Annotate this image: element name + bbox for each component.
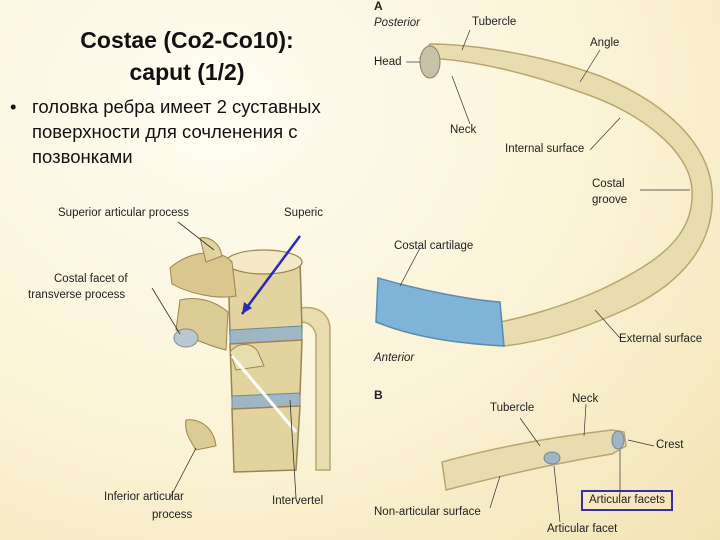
rib-body-a [418,43,714,347]
leader-a-external [594,309,621,339]
label-a-head: Head [374,56,402,68]
label-b-neck: Neck [572,393,599,405]
blue-arrow [240,235,302,315]
blue-arrow-head [242,302,252,314]
costal-facet-transverse [173,328,199,348]
articular-facet-b [543,451,561,465]
leader-a-neck [451,75,471,125]
vertebral-body-lower [231,405,301,473]
label-b-articular-facets: Articular facets [581,490,674,511]
leader-a-angle [579,49,601,83]
leader-b-facet [553,465,561,523]
slide-title-line-1: Costae (Co2-Co10): [80,27,294,53]
figure-b-letter: B [374,388,383,402]
leader-b-neck [583,403,587,437]
leader-a-cartilage [399,247,421,287]
transverse-process-upper [169,252,237,298]
rib-head-a [419,45,441,79]
label-b-tubercle: Tubercle [490,402,535,414]
rib-figure-a [375,29,714,347]
label-a-external-surface: External surface [619,333,703,345]
costal-cartilage-a [375,277,505,347]
label-a-neck: Neck [450,124,477,136]
vertebra-rib-illustration [151,221,331,499]
leader-superior-articular [177,221,215,251]
label-intervertebral-truncated: Intervertel [272,495,324,507]
leader-a-tubercle [461,29,471,51]
label-a-costal-cartilage: Costal cartilage [394,240,474,252]
bullet-point: • головка ребра имеет 2 суставных поверх… [10,94,360,169]
bullet-icon: • [10,96,17,117]
vertebral-body-upper-top [225,249,303,275]
inferior-process-shape [185,419,217,451]
label-a-costal-groove-line-2: groove [592,194,628,206]
label-superior-articular-process: Superior articular process [58,207,190,219]
rib-head-facets-b [611,430,625,450]
label-a-angle: Angle [590,37,620,49]
label-costal-facet-line-2: transverse process [28,289,126,301]
label-a-posterior: Posterior [374,17,421,29]
label-a-internal-surface: Internal surface [505,143,585,155]
label-a-costal-groove-line-1: Costal [592,178,625,190]
leader-b-nonarticular [489,475,501,509]
bullet-text: головка ребра имеет 2 суставных поверхно… [32,96,321,167]
slide-title: Costae (Co2-Co10): caput (1/2) [22,24,352,88]
figure-a-letter: A [374,0,383,13]
label-a-anterior: Anterior [374,352,415,364]
slide-title-line-2: caput (1/2) [129,59,245,85]
label-b-non-articular-surface: Non-articular surface [374,506,481,518]
label-b-articular-facet: Articular facet [547,523,618,535]
label-b-crest: Crest [656,439,684,451]
label-a-tubercle: Tubercle [472,16,517,28]
white-arrow [230,355,298,433]
rib-segment-b [441,429,627,491]
leader-intervertebral [289,399,297,499]
leader-b-tubercle [519,417,541,447]
label-superior-truncated: Superic [284,207,323,219]
label-inferior-line-1: Inferior articular [104,491,184,503]
leader-costal-facet [151,287,181,335]
label-inferior-line-2: process [152,509,193,521]
leader-inferior [169,447,197,499]
rib-figure-b [441,403,655,523]
label-costal-facet-line-1: Costal facet of [54,273,128,285]
leader-a-internal [589,117,621,151]
leader-b-crest [627,439,655,447]
